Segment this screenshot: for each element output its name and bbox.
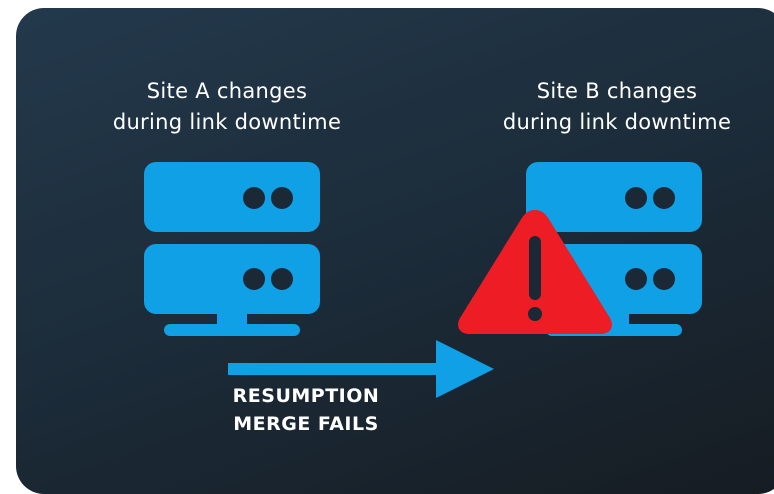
caption-line-1: RESUMPTION bbox=[232, 385, 380, 407]
site-a-server-icon bbox=[144, 162, 320, 336]
caption-line-2: MERGE FAILS bbox=[233, 413, 379, 435]
site-a-label: Site A changes during link downtime bbox=[112, 79, 342, 134]
resumption-caption: RESUMPTION MERGE FAILS bbox=[216, 382, 396, 438]
warning-triangle-icon bbox=[458, 210, 612, 334]
resumption-arrow-icon bbox=[228, 340, 494, 398]
site-b-label: Site B changes during link downtime bbox=[502, 79, 732, 134]
diagram-panel: Site A changes during link downtime Site… bbox=[16, 8, 774, 494]
